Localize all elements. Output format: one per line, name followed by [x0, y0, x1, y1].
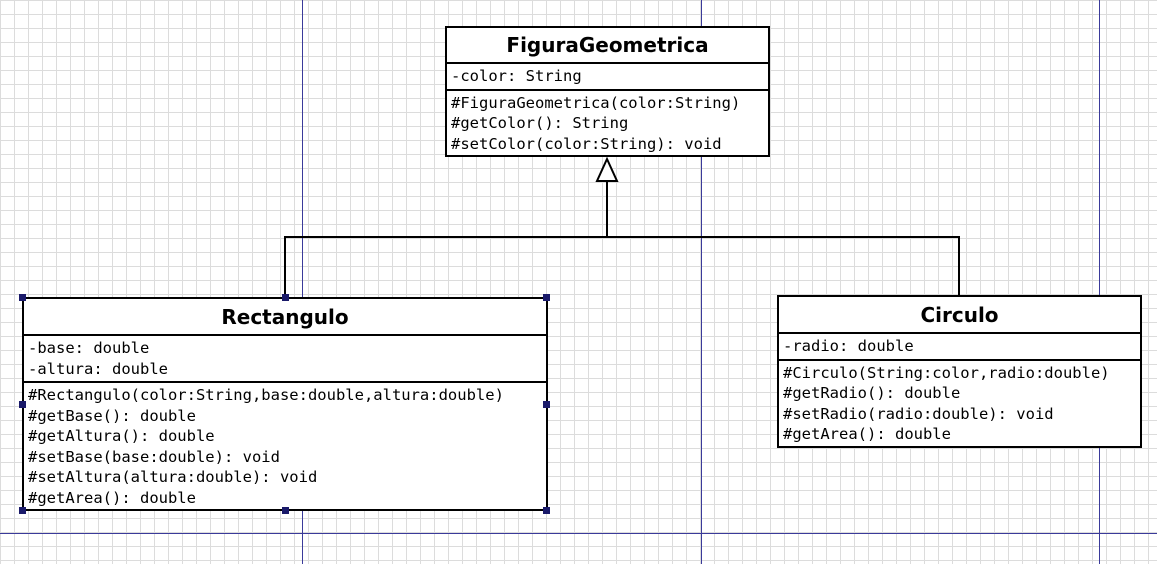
method: #setRadio(radio:double): void — [783, 404, 1054, 423]
class-title: FiguraGeometrica — [447, 28, 768, 64]
method: #Circulo(String:color,radio:double) — [783, 363, 1110, 382]
method: #getBase(): double — [28, 406, 196, 425]
resize-handle-middle-right[interactable] — [543, 401, 550, 408]
resize-handle-top-right[interactable] — [543, 294, 550, 301]
inheritance-line-circulo[interactable] — [607, 236, 960, 297]
method: #getAltura(): double — [28, 427, 215, 445]
guide-line-vertical — [701, 0, 702, 564]
resize-handle-bottom-left[interactable] — [19, 507, 26, 514]
attribute: -altura: double — [28, 359, 168, 378]
guide-line-horizontal — [0, 533, 1157, 534]
class-circulo[interactable]: Circulo -radio: double #Circulo(String:c… — [777, 295, 1142, 448]
methods-section: #FiguraGeometrica(color:String) #getColo… — [447, 91, 768, 157]
inheritance-line-rectangulo[interactable] — [284, 236, 607, 298]
attribute: -base: double — [28, 339, 150, 357]
attribute: -radio: double — [783, 337, 914, 355]
resize-handle-top-center[interactable] — [282, 294, 289, 301]
class-figura-geometrica[interactable]: FiguraGeometrica -color: String #FiguraG… — [445, 26, 770, 157]
method: #getArea(): double — [28, 488, 196, 507]
resize-handle-middle-left[interactable] — [19, 401, 26, 408]
methods-section: #Rectangulo(color:String,base:double,alt… — [24, 383, 546, 510]
method: #getColor(): String — [451, 114, 629, 132]
resize-handle-bottom-right[interactable] — [543, 507, 550, 514]
attributes-section: -radio: double — [779, 334, 1140, 361]
method: #getRadio(): double — [783, 384, 961, 402]
class-title: Circulo — [779, 297, 1140, 334]
generalization-arrowhead — [595, 156, 619, 182]
resize-handle-top-left[interactable] — [19, 294, 26, 301]
attribute: -color: String — [451, 67, 582, 85]
attributes-section: -color: String — [447, 64, 768, 91]
method: #Rectangulo(color:String,base:double,alt… — [28, 386, 504, 404]
method: #setAltura(altura:double): void — [28, 468, 318, 486]
methods-section: #Circulo(String:color,radio:double) #get… — [779, 361, 1140, 447]
guide-line-vertical — [302, 0, 303, 564]
method: #setColor(color:String): void — [451, 134, 722, 153]
attributes-section: -base: double -altura: double — [24, 336, 546, 383]
resize-handle-bottom-center[interactable] — [282, 507, 289, 514]
guide-line-vertical — [1099, 0, 1100, 564]
method: #getArea(): double — [783, 425, 951, 443]
method: #FiguraGeometrica(color:String) — [451, 93, 741, 112]
class-rectangulo[interactable]: Rectangulo -base: double -altura: double… — [22, 297, 548, 511]
method: #setBase(base:double): void — [28, 447, 280, 466]
class-title: Rectangulo — [24, 299, 546, 336]
